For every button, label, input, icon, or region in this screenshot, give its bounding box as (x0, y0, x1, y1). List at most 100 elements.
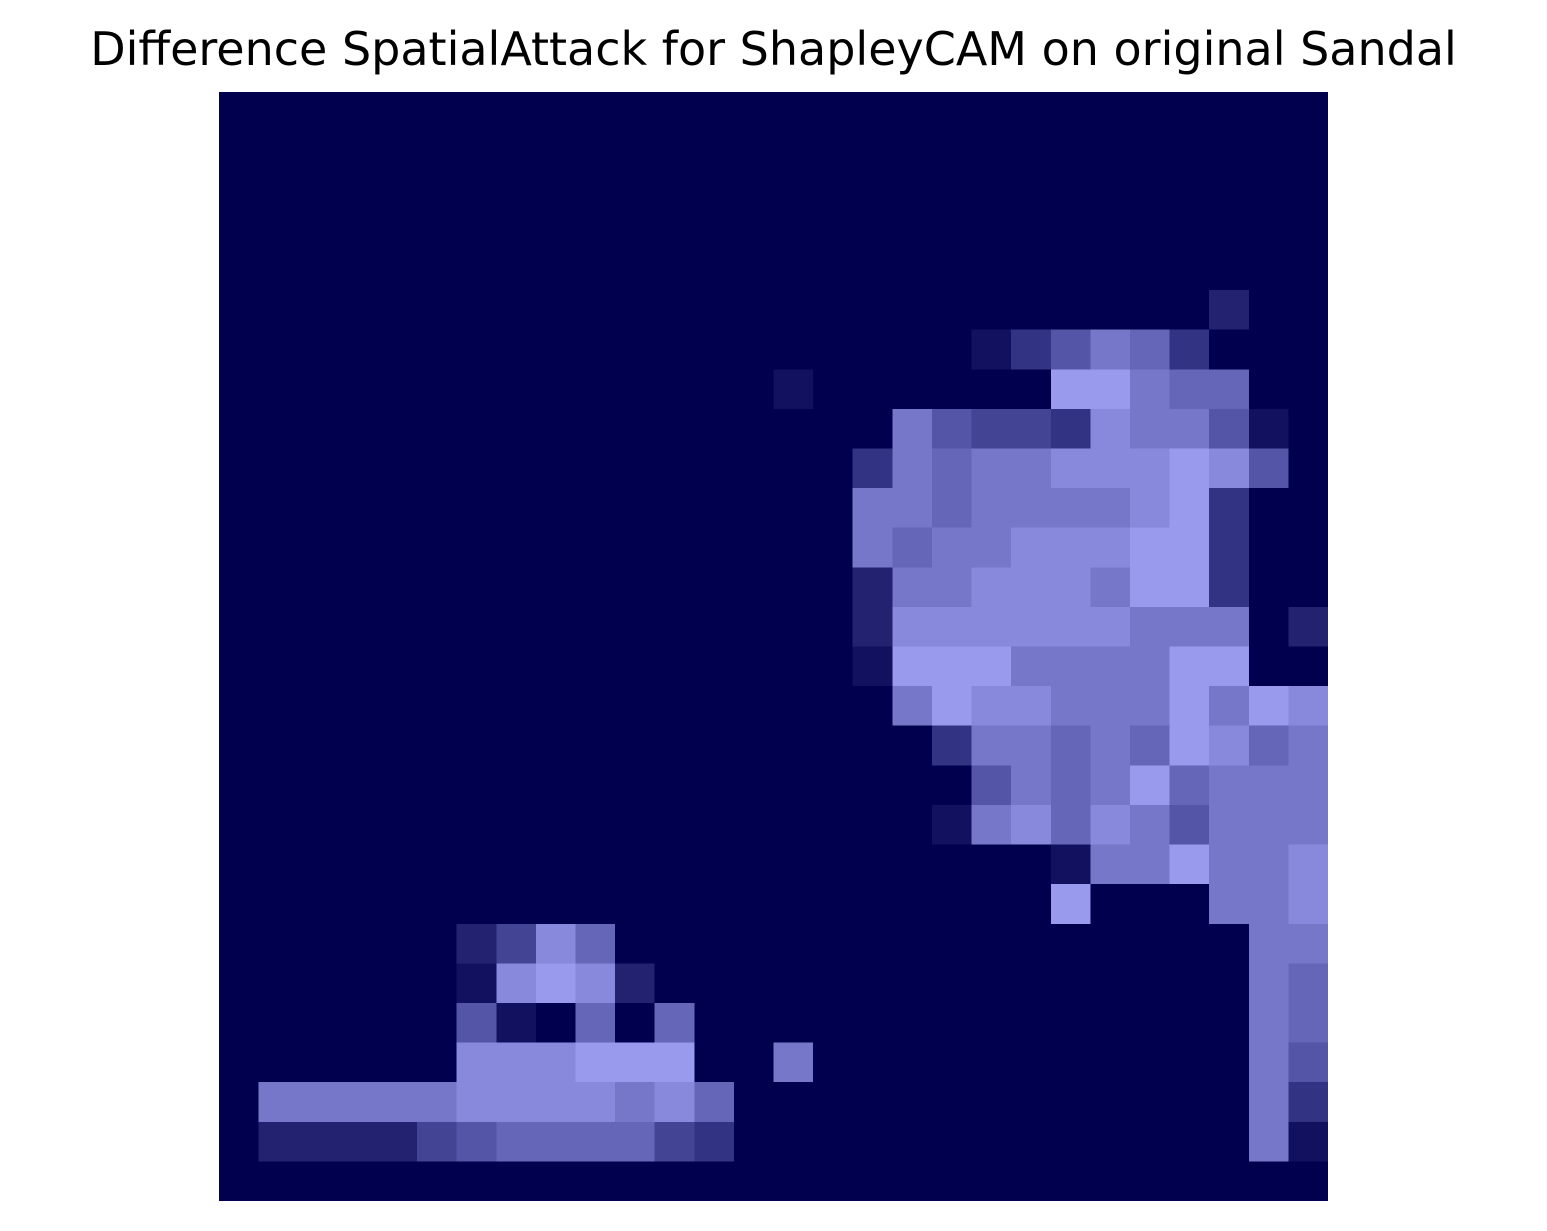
heatmap-cell-r0-c13 (733, 92, 775, 133)
heatmap-cell-r6-c25 (1209, 329, 1250, 370)
heatmap-cell-r8-c13 (733, 408, 775, 450)
heatmap-cell-r18-c13 (733, 804, 775, 846)
heatmap-cell-r22-c15 (813, 963, 854, 1004)
heatmap-cell-r20-c20 (1011, 884, 1052, 925)
heatmap-cell-r18-c7 (496, 804, 537, 846)
heatmap-cell-r18-c4 (377, 804, 418, 846)
heatmap-cell-r2-c24 (1169, 171, 1210, 212)
heatmap-cell-r26-c2 (298, 1121, 339, 1162)
heatmap-cell-r9-c3 (337, 448, 379, 489)
heatmap-cell-r1-c17 (892, 131, 933, 172)
heatmap-cell-r7-c17 (892, 369, 933, 410)
heatmap-cell-r9-c13 (733, 448, 775, 489)
heatmap-cell-r4-c21 (1050, 250, 1091, 291)
heatmap-cell-r15-c11 (654, 686, 695, 727)
heatmap-cell-r11-c9 (575, 527, 616, 568)
heatmap-cell-r17-c16 (852, 765, 893, 806)
heatmap-cell-r23-c20 (1011, 1002, 1052, 1044)
heatmap-cell-r26-c5 (417, 1121, 458, 1162)
heatmap-cell-r26-c7 (496, 1121, 537, 1162)
heatmap-cell-r24-c27 (1288, 1042, 1328, 1083)
heatmap-cell-r0-c1 (258, 92, 299, 133)
heatmap-cell-r10-c4 (377, 488, 418, 529)
heatmap-cell-r8-c16 (852, 408, 893, 450)
heatmap-cell-r10-c11 (654, 488, 695, 529)
heatmap-cell-r23-c1 (258, 1002, 299, 1044)
heatmap-cell-r20-c7 (496, 884, 537, 925)
heatmap-cell-r7-c14 (773, 369, 814, 410)
heatmap-cell-r2-c23 (1129, 171, 1171, 212)
heatmap-cell-r23-c18 (931, 1002, 973, 1044)
heatmap-cell-r21-c19 (971, 923, 1012, 964)
heatmap-cell-r15-c0 (219, 686, 260, 727)
heatmap-cell-r6-c6 (456, 329, 497, 370)
heatmap-cell-r12-c7 (496, 567, 537, 608)
heatmap-cell-r5-c10 (615, 290, 656, 331)
heatmap-cell-r25-c17 (892, 1082, 933, 1123)
heatmap-cell-r6-c2 (298, 329, 339, 370)
heatmap-cell-r5-c0 (219, 290, 260, 331)
heatmap-cell-r3-c3 (337, 210, 379, 252)
heatmap-cell-r11-c14 (773, 527, 814, 568)
heatmap-cell-r1-c14 (773, 131, 814, 172)
heatmap-cell-r18-c19 (971, 804, 1012, 846)
heatmap-cell-r6-c3 (337, 329, 379, 370)
heatmap-cell-r5-c11 (654, 290, 695, 331)
heatmap-cell-r8-c3 (337, 408, 379, 450)
heatmap-cell-r9-c16 (852, 448, 893, 489)
heatmap-cell-r12-c10 (615, 567, 656, 608)
heatmap-cell-r12-c5 (417, 567, 458, 608)
heatmap-cell-r8-c23 (1129, 408, 1171, 450)
heatmap-cell-r19-c5 (417, 844, 458, 885)
heatmap-cell-r20-c11 (654, 884, 695, 925)
heatmap-cell-r14-c12 (694, 646, 735, 687)
heatmap-cell-r17-c18 (931, 765, 973, 806)
heatmap-cell-r12-c13 (733, 567, 775, 608)
heatmap-cell-r25-c0 (219, 1082, 260, 1123)
heatmap-cell-r11-c23 (1129, 527, 1171, 568)
heatmap-cell-r23-c22 (1090, 1002, 1131, 1044)
heatmap-cell-r17-c2 (298, 765, 339, 806)
heatmap-cell-r14-c14 (773, 646, 814, 687)
heatmap-cell-r8-c9 (575, 408, 616, 450)
heatmap-cell-r16-c9 (575, 725, 616, 766)
heatmap-cell-r22-c1 (258, 963, 299, 1004)
heatmap-cell-r9-c15 (813, 448, 854, 489)
heatmap-cell-r12-c17 (892, 567, 933, 608)
heatmap-cell-r4-c5 (417, 250, 458, 291)
heatmap-cell-r6-c7 (496, 329, 537, 370)
heatmap-cell-r2-c5 (417, 171, 458, 212)
heatmap-cell-r24-c19 (971, 1042, 1012, 1083)
heatmap-cell-r0-c16 (852, 92, 893, 133)
heatmap-cell-r0-c8 (535, 92, 577, 133)
heatmap-cell-r3-c15 (813, 210, 854, 252)
heatmap-cell-r26-c20 (1011, 1121, 1052, 1162)
heatmap-cell-r3-c2 (298, 210, 339, 252)
heatmap-cell-r18-c1 (258, 804, 299, 846)
heatmap-cell-r1-c27 (1288, 131, 1328, 172)
heatmap-cell-r8-c4 (377, 408, 418, 450)
heatmap-cell-r24-c3 (337, 1042, 379, 1083)
heatmap-cell-r2-c16 (852, 171, 893, 212)
heatmap-cell-r15-c17 (892, 686, 933, 727)
heatmap-cell-r20-c23 (1129, 884, 1171, 925)
heatmap-cell-r26-c23 (1129, 1121, 1171, 1162)
heatmap-cell-r12-c19 (971, 567, 1012, 608)
heatmap-cell-r3-c21 (1050, 210, 1091, 252)
heatmap-cell-r15-c14 (773, 686, 814, 727)
heatmap-cell-r20-c17 (892, 884, 933, 925)
heatmap-cell-r18-c12 (694, 804, 735, 846)
heatmap-cell-r7-c26 (1248, 369, 1289, 410)
heatmap-cell-r10-c17 (892, 488, 933, 529)
heatmap-cell-r12-c9 (575, 567, 616, 608)
heatmap-cell-r21-c1 (258, 923, 299, 964)
heatmap-cell-r16-c18 (931, 725, 973, 766)
heatmap-cell-r22-c13 (733, 963, 775, 1004)
heatmap-cell-r18-c15 (813, 804, 854, 846)
heatmap-cell-r25-c22 (1090, 1082, 1131, 1123)
heatmap-cell-r22-c4 (377, 963, 418, 1004)
heatmap-cell-r26-c10 (615, 1121, 656, 1162)
heatmap-cell-r8-c8 (535, 408, 577, 450)
heatmap-cell-r0-c17 (892, 92, 933, 133)
heatmap-cell-r4-c23 (1129, 250, 1171, 291)
